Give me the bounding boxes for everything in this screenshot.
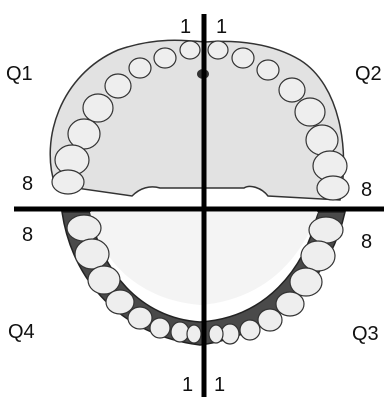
upper-tooth-4	[232, 48, 254, 68]
tooth-number-upper-right-molar: 8	[361, 180, 372, 200]
tooth-number-upper-left-molar: 8	[22, 174, 33, 194]
lower-tooth-10	[258, 309, 282, 331]
tooth-number-lower-right-central: 1	[214, 375, 225, 395]
lower-tooth-5	[88, 266, 120, 294]
quadrant-label-q4: Q4	[8, 322, 35, 342]
tooth-number-lower-left-molar: 8	[22, 225, 33, 245]
upper-tooth-10	[295, 98, 325, 126]
lower-tooth-11	[150, 318, 170, 338]
lower-tooth-8	[276, 292, 304, 316]
lower-tooth-13	[171, 322, 189, 342]
upper-tooth-9	[83, 94, 113, 122]
quadrant-label-q3: Q3	[352, 324, 379, 344]
tooth-number-upper-left-central: 1	[180, 17, 191, 37]
lower-tooth-4	[301, 241, 335, 271]
lower-tooth-12	[240, 320, 260, 340]
upper-arch	[50, 40, 349, 200]
lower-tooth-16	[209, 325, 223, 343]
upper-tooth-1	[180, 41, 200, 59]
upper-tooth-6	[257, 60, 279, 80]
quadrant-label-q1: Q1	[6, 64, 33, 84]
lower-tooth-2	[309, 217, 343, 243]
quadrant-label-q2: Q2	[355, 64, 382, 84]
upper-tooth-7	[105, 74, 131, 98]
lower-tooth-14	[221, 324, 239, 344]
upper-tooth-3	[154, 48, 176, 68]
lower-tooth-1	[67, 215, 101, 241]
upper-tooth-12	[306, 125, 338, 155]
tooth-number-upper-right-central: 1	[216, 17, 227, 37]
upper-tooth-5	[129, 58, 151, 78]
upper-tooth-15	[52, 170, 84, 194]
upper-tooth-8	[279, 78, 305, 102]
tooth-number-lower-right-molar: 8	[361, 232, 372, 252]
lower-tooth-7	[106, 290, 134, 314]
tooth-number-lower-left-central: 1	[182, 375, 193, 395]
lower-tooth-6	[290, 268, 322, 296]
lower-tooth-3	[75, 239, 109, 269]
lower-tooth-15	[187, 325, 201, 343]
lower-tooth-9	[128, 307, 152, 329]
upper-tooth-2	[208, 41, 228, 59]
upper-tooth-16	[317, 176, 349, 200]
